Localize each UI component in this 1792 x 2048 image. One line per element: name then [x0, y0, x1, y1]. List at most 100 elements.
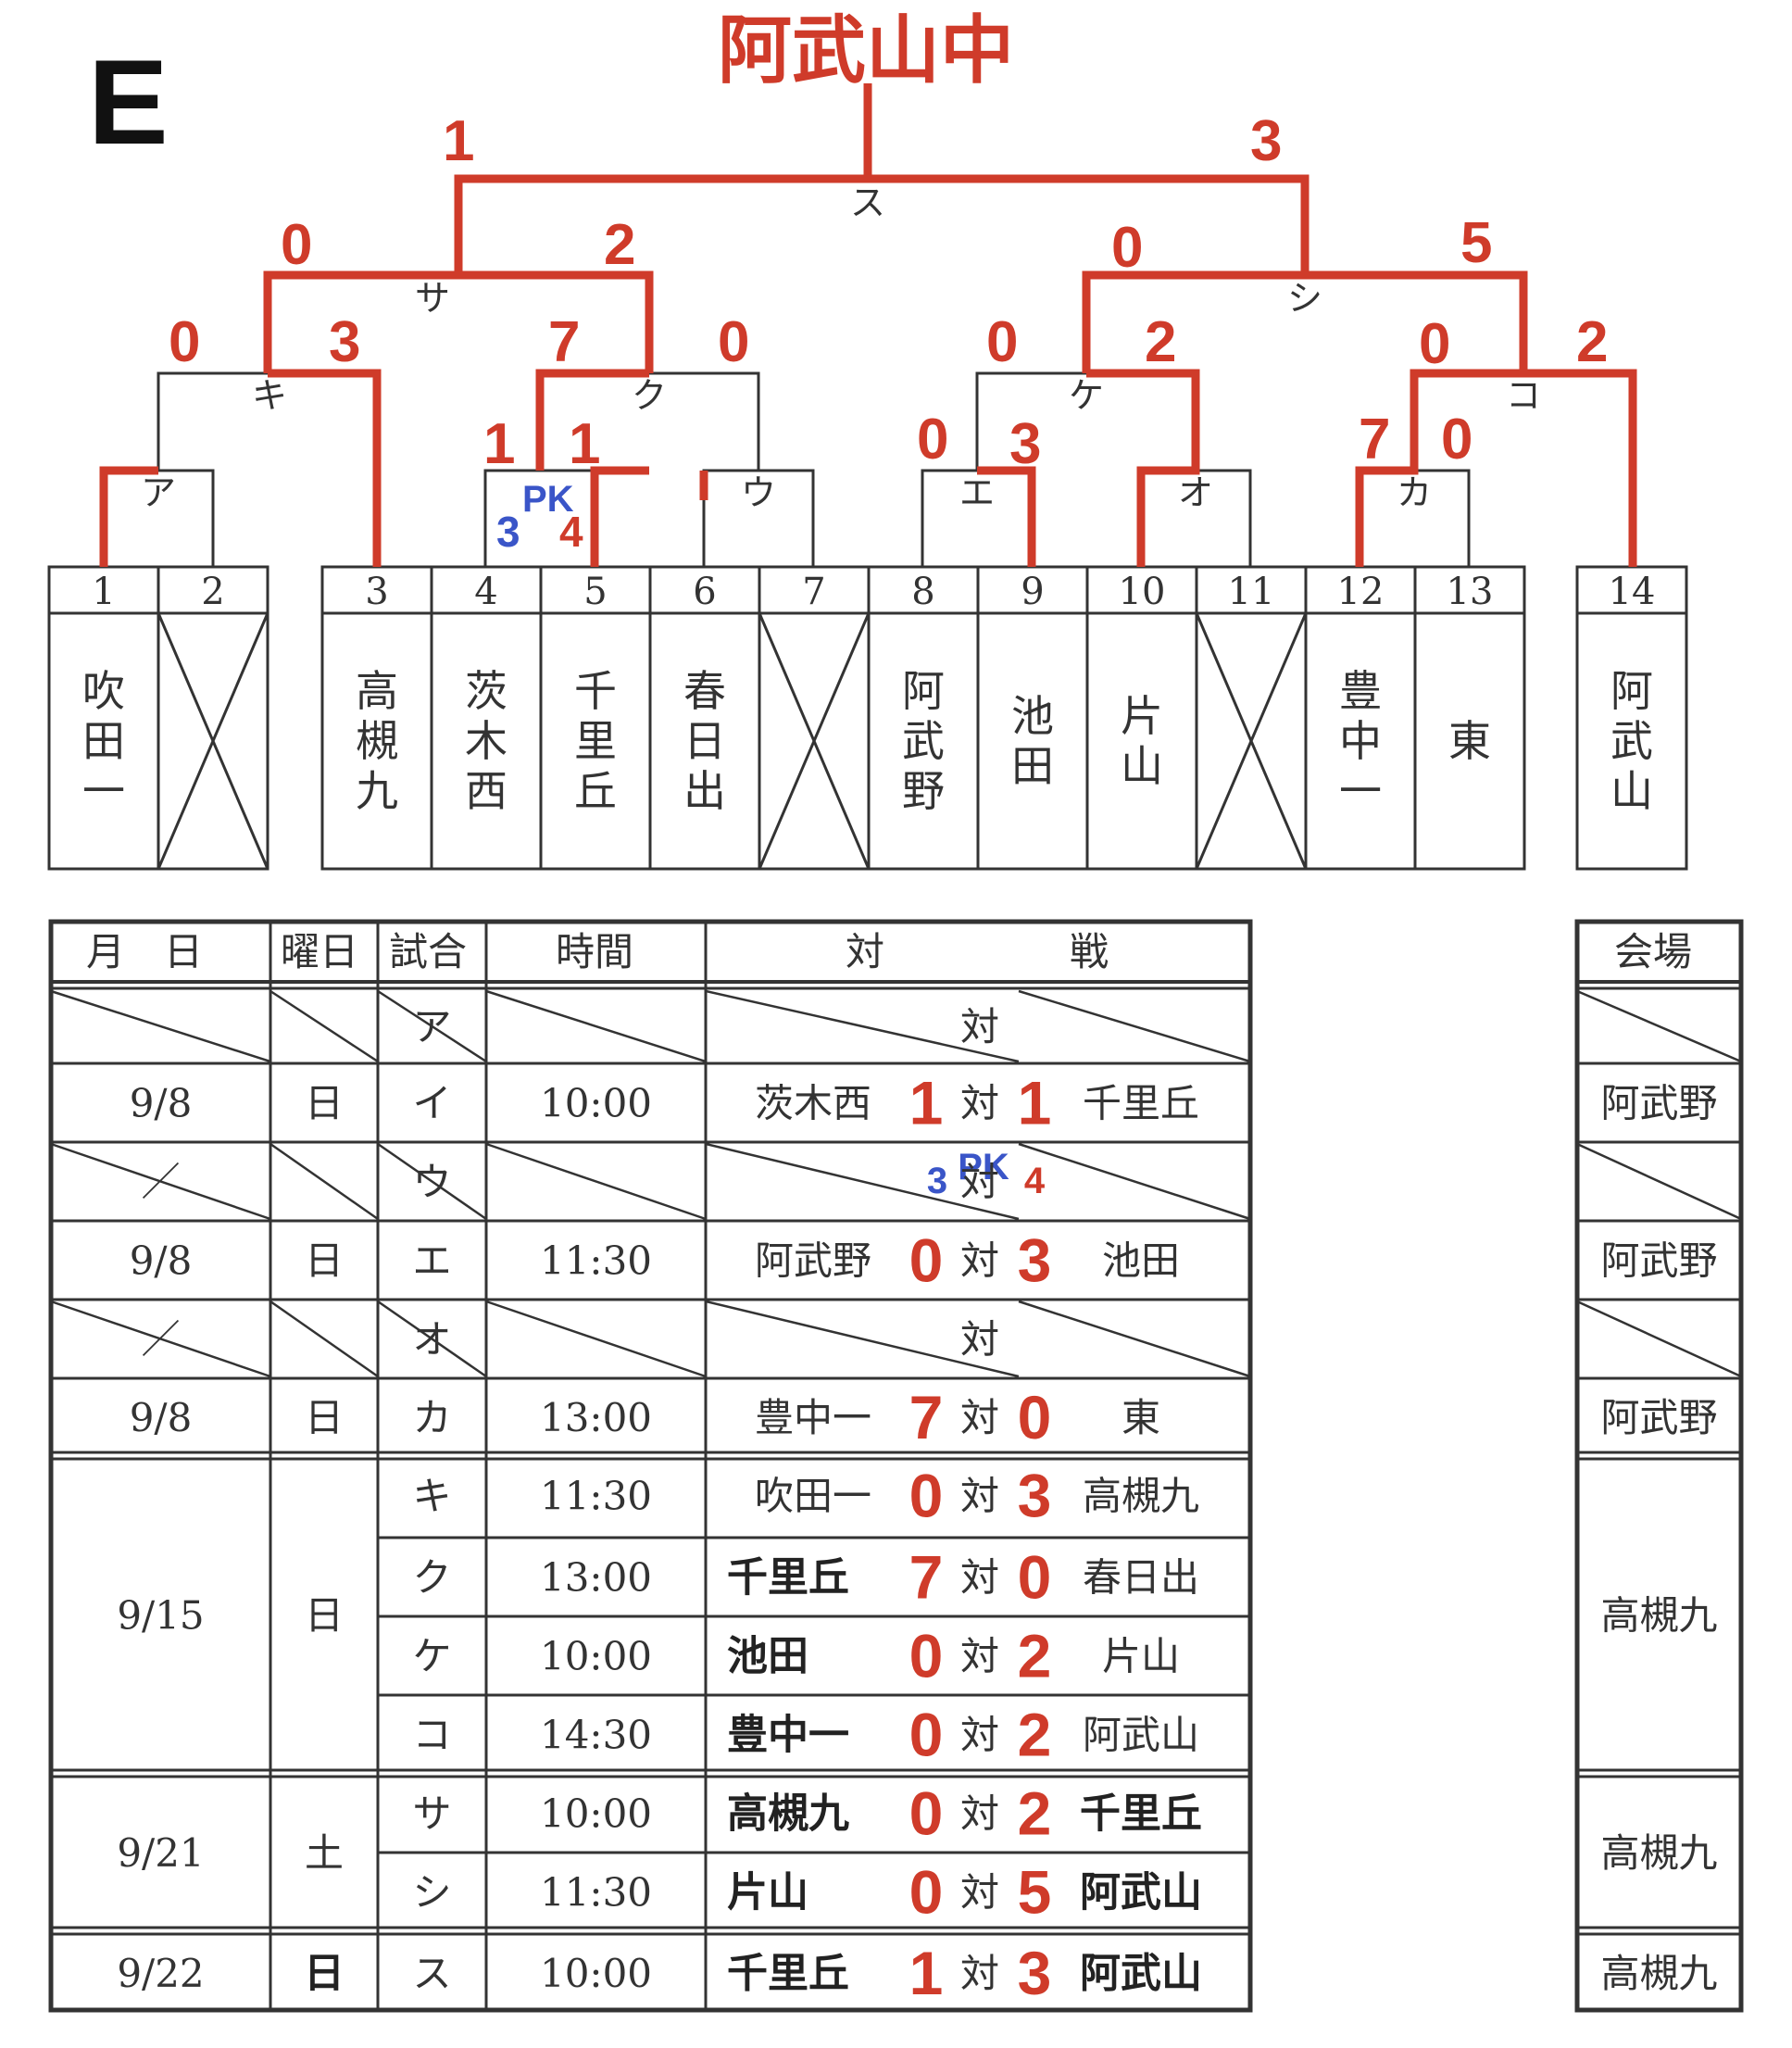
home-score: 7: [909, 1543, 944, 1612]
home-team: 千里丘: [727, 1950, 849, 1997]
home-team: 池田: [727, 1633, 808, 1680]
score-sa-left: 0: [281, 213, 312, 277]
away-score: 3: [1018, 1226, 1052, 1295]
home-score: 0: [909, 1462, 944, 1530]
slot-number: 6: [693, 571, 716, 613]
match-labels: ア ウ エ オ カ キ ク ケ コ サ シ ス: [141, 182, 1541, 513]
match-cell: エ: [412, 1238, 451, 1284]
table-row: ア対: [50, 989, 1742, 1063]
away-score: 0: [1018, 1383, 1052, 1451]
score-sa-right: 2: [604, 213, 635, 277]
away-score: 2: [1018, 1701, 1052, 1769]
match-cell: キ: [412, 1474, 451, 1519]
team-slot-12: 12 豊中一: [1304, 565, 1417, 871]
pk-label: PK: [522, 479, 574, 520]
away-team: 阿武山: [1080, 1869, 1202, 1916]
away-team: 千里丘: [1083, 1081, 1199, 1126]
venue-cell: 阿武野: [1600, 1395, 1717, 1440]
away-team: 春日出: [1083, 1555, 1199, 1601]
slot-number: 13: [1447, 571, 1494, 613]
match-label-ku: ク: [632, 375, 667, 416]
away-score: 3: [1018, 1939, 1052, 2007]
match-cell: イ: [412, 1081, 451, 1126]
header-date: 月 日: [86, 929, 203, 974]
header-time: 時間: [556, 929, 633, 974]
versus-mark: 対: [960, 1474, 999, 1519]
table-header: 月 日 曜日 試合 時間 対 戦 会場: [86, 929, 1692, 974]
team-name: 茨木西: [465, 666, 508, 816]
team-name: 東: [1448, 716, 1491, 766]
pk-label: PK: [958, 1147, 1009, 1187]
away-team: 阿武山: [1080, 1950, 1202, 1997]
team-name: 高槻九: [356, 666, 398, 816]
match-cell: ケ: [412, 1634, 451, 1679]
table-grid: [48, 919, 1744, 2013]
pk-score-left: 3: [927, 1161, 947, 1201]
away-score: 0: [1018, 1543, 1052, 1612]
versus-mark: 対: [960, 1081, 999, 1126]
venue-cell: 高槻九: [1600, 1830, 1717, 1876]
score-ke-left: 0: [986, 310, 1018, 374]
venue-cell: 阿武野: [1600, 1238, 1717, 1284]
versus-mark: 対: [960, 1395, 999, 1440]
home-score: 7: [909, 1383, 944, 1451]
score-e-right: 3: [1009, 412, 1041, 476]
time-cell: 10:00: [540, 1634, 652, 1679]
team-name: 片山: [1121, 691, 1163, 791]
date-cell: 9/22: [117, 1951, 204, 1996]
match-cell: ア: [412, 1004, 451, 1049]
away-score: 2: [1018, 1779, 1052, 1848]
team-name: 豊中一: [1339, 666, 1382, 816]
home-score: 0: [909, 1226, 944, 1295]
day-cell: 日: [305, 1593, 344, 1639]
team-name: 池田: [1011, 691, 1054, 791]
header-match: 試合: [389, 929, 467, 974]
time-cell: 10:00: [540, 1791, 652, 1837]
home-team: 豊中一: [727, 1712, 849, 1759]
table-row: ／オ対: [50, 1300, 1742, 1378]
team-slot-13: 13 東: [1413, 565, 1526, 871]
match-cell: オ: [412, 1317, 451, 1363]
slot-number: 14: [1609, 571, 1656, 613]
champion-name: 阿武山中: [718, 7, 1014, 94]
away-score: 1: [1018, 1069, 1052, 1137]
match-cell: シ: [412, 1870, 451, 1916]
slot-number: 1: [92, 571, 115, 613]
match-label-ko: コ: [1506, 375, 1541, 416]
away-team: 片山: [1102, 1634, 1180, 1679]
slot-number: 12: [1337, 571, 1385, 613]
match-label-e: エ: [959, 472, 995, 513]
header-venue: 会場: [1614, 929, 1692, 974]
team-name: 阿武野: [902, 666, 945, 816]
score-ku-left: 7: [548, 310, 580, 374]
header-versus-right: 戦: [1070, 929, 1109, 974]
versus-mark: 対: [960, 1870, 999, 1916]
match-label-o: オ: [1178, 472, 1213, 513]
slot-number: 11: [1228, 571, 1275, 613]
header-versus-left: 対: [846, 929, 884, 974]
score-su-right: 3: [1250, 109, 1282, 173]
match-label-ka: カ: [1397, 472, 1432, 513]
slot-number: 2: [201, 571, 224, 613]
versus-mark: 対: [960, 1317, 999, 1363]
versus-mark: 対: [960, 1634, 999, 1679]
score-ka-right: 0: [1441, 408, 1472, 471]
match-label-ke: ケ: [1069, 375, 1104, 416]
time-cell: 11:30: [540, 1238, 652, 1284]
time-cell: 13:00: [540, 1395, 652, 1440]
team-name: 春日出: [683, 666, 726, 816]
away-score: 5: [1018, 1858, 1052, 1927]
away-team: 阿武山: [1083, 1713, 1199, 1758]
pk-score-right: 4: [559, 508, 583, 556]
match-label-sa: サ: [415, 278, 450, 319]
time-cell: 13:00: [540, 1555, 652, 1601]
